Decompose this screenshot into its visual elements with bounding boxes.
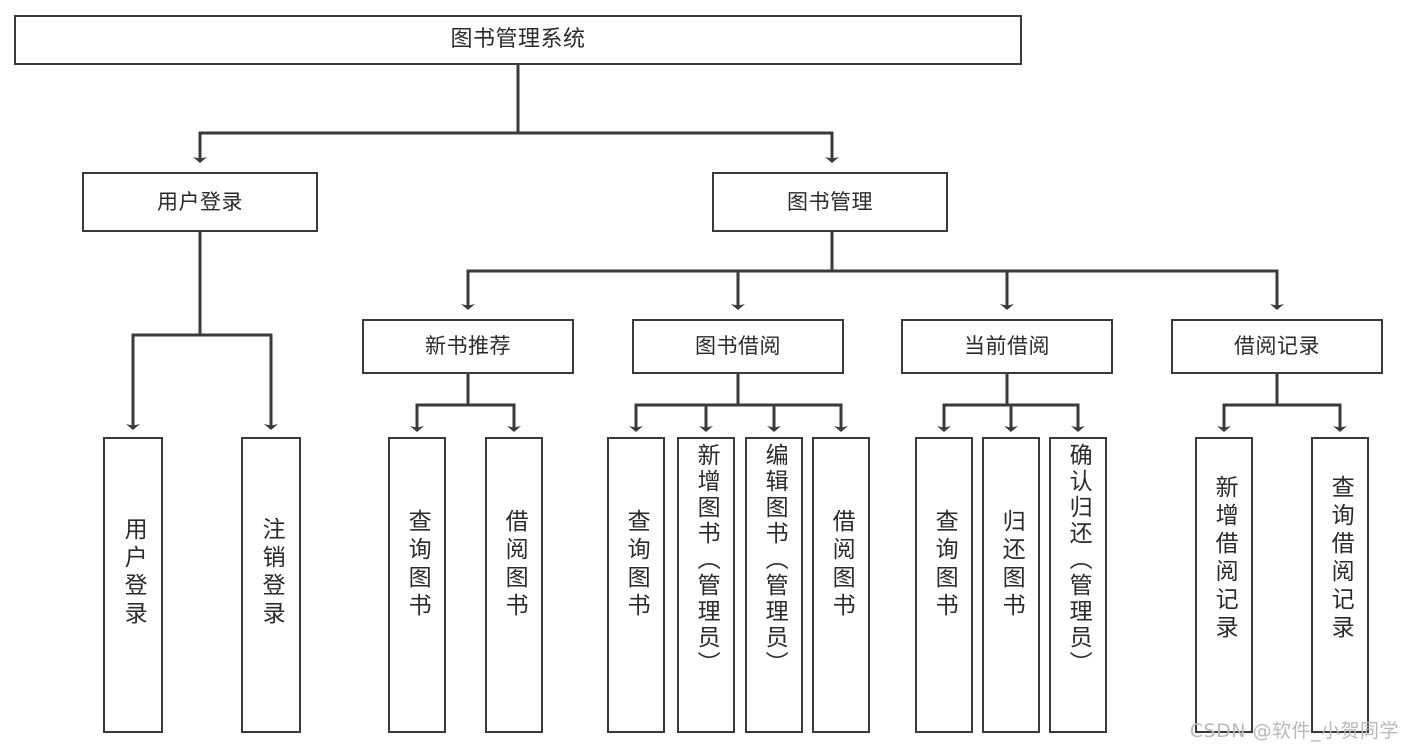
leaf-recommend-query-book[interactable]: 查询图书	[388, 437, 446, 733]
leaf-user-login-label: 用户登录	[120, 517, 147, 629]
leaf-query-borrow-record[interactable]: 查询借阅记录	[1311, 437, 1369, 733]
leaf-recommend-borrow-book[interactable]: 借阅图书	[485, 437, 543, 733]
leaf-add-book-admin-label: 新增图书（管理员）	[693, 443, 720, 677]
leaf-user-logout-label: 注销登录	[258, 517, 285, 629]
node-new-book-recommend-label: 新书推荐	[425, 334, 511, 359]
csdn-watermark: CSDN @软件_小贺同学	[1189, 720, 1399, 742]
node-new-book-recommend[interactable]: 新书推荐	[362, 319, 574, 374]
node-current-borrow[interactable]: 当前借阅	[901, 319, 1113, 374]
node-borrow-record[interactable]: 借阅记录	[1171, 319, 1383, 374]
leaf-borrow-query-book[interactable]: 查询图书	[607, 437, 665, 733]
leaf-query-borrow-record-label: 查询借阅记录	[1327, 475, 1354, 643]
node-borrow-record-label: 借阅记录	[1234, 334, 1320, 359]
leaf-user-login[interactable]: 用户登录	[103, 437, 163, 733]
leaf-add-borrow-record[interactable]: 新增借阅记录	[1195, 437, 1253, 733]
node-user-login[interactable]: 用户登录	[82, 172, 318, 232]
node-current-borrow-label: 当前借阅	[964, 334, 1050, 359]
node-book-borrow[interactable]: 图书借阅	[632, 319, 844, 374]
leaf-user-logout[interactable]: 注销登录	[241, 437, 301, 733]
leaf-return-book[interactable]: 归还图书	[982, 437, 1040, 733]
leaf-edit-book-admin[interactable]: 编辑图书（管理员）	[745, 437, 803, 733]
node-user-login-label: 用户登录	[157, 189, 243, 214]
node-book-manage-label: 图书管理	[787, 189, 873, 214]
leaf-current-query-book-label: 查询图书	[931, 509, 958, 621]
leaf-current-query-book[interactable]: 查询图书	[915, 437, 973, 733]
node-book-manage[interactable]: 图书管理	[712, 172, 948, 232]
node-book-borrow-label: 图书借阅	[695, 334, 781, 359]
leaf-confirm-return-admin-label: 确认归还（管理员）	[1065, 443, 1092, 677]
leaf-edit-book-admin-label: 编辑图书（管理员）	[761, 443, 788, 677]
leaf-borrow-query-book-label: 查询图书	[623, 509, 650, 621]
node-root[interactable]: 图书管理系统	[14, 15, 1022, 65]
leaf-add-book-admin[interactable]: 新增图书（管理员）	[677, 437, 735, 733]
leaf-recommend-query-book-label: 查询图书	[404, 509, 431, 621]
leaf-confirm-return-admin[interactable]: 确认归还（管理员）	[1049, 437, 1107, 733]
leaf-add-borrow-record-label: 新增借阅记录	[1211, 475, 1238, 643]
leaf-return-book-label: 归还图书	[998, 509, 1025, 621]
leaf-borrow-book[interactable]: 借阅图书	[812, 437, 870, 733]
leaf-recommend-borrow-book-label: 借阅图书	[501, 509, 528, 621]
leaf-borrow-book-label: 借阅图书	[828, 509, 855, 621]
node-root-label: 图书管理系统	[450, 27, 586, 53]
